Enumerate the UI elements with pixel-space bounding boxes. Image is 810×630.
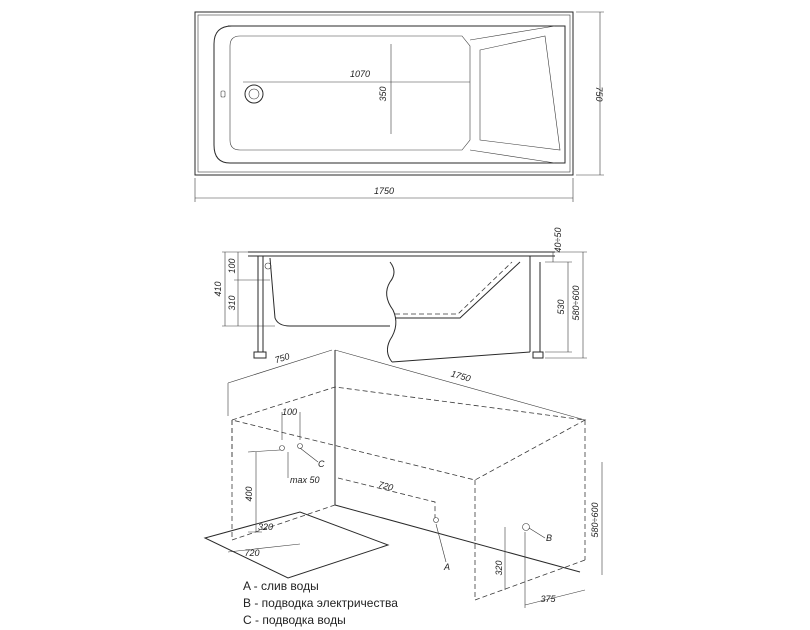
dim-drain-distance: 720: [377, 479, 394, 492]
legend-item-c: C - подводка воды: [243, 613, 346, 627]
dim-offset-b: 375: [540, 594, 556, 604]
tub-basin: [229, 35, 471, 151]
tub-backrest: [469, 25, 561, 164]
dim-width: 750: [594, 86, 604, 101]
tub-outline: [194, 11, 574, 176]
dim-floor-depth: 320: [258, 522, 273, 532]
wall-floor-line: [334, 504, 581, 573]
legend-item-a: A - слив воды: [243, 579, 319, 593]
tub-profile-left: [269, 257, 390, 327]
dim-line-iso-750: [227, 349, 333, 384]
tub-rim: [197, 14, 571, 173]
floor-footprint: [203, 511, 390, 579]
dim-inner-width: 350: [378, 86, 388, 101]
dim-floor-length: 720: [244, 548, 259, 558]
dim-depth-rim: 100: [227, 258, 237, 273]
iso-top: [230, 386, 587, 481]
marker-b: B: [546, 533, 552, 543]
rear-leg-foot: [532, 351, 544, 359]
dim-leg-height: 530: [556, 299, 566, 314]
marker-c: C: [318, 459, 325, 469]
tub-inner-outline: [213, 25, 566, 164]
electric-outlet-icon: [522, 523, 530, 531]
backrest-profile: [395, 261, 521, 319]
dim-length: 1750: [374, 186, 394, 196]
drain-icon: [433, 517, 439, 523]
dim-iso-length: 1750: [450, 369, 472, 384]
dim-overall-height: 580÷600: [571, 286, 581, 321]
dim-inner-length: 1070: [350, 69, 370, 79]
dim-line-iso-1750: [334, 349, 586, 421]
dim-depth-inner: 310: [227, 295, 237, 310]
break-line: [386, 261, 397, 363]
iso-view: 750 1750 100 C 400 max 50 720 A 320 720 …: [203, 349, 603, 608]
drain-inner: [248, 88, 260, 100]
dim-iso-overall-height: 580÷600: [590, 503, 600, 538]
dim-max: max 50: [290, 475, 320, 485]
legend: A - слив воды B - подводка электричества…: [243, 579, 398, 627]
dim-height-c: 400: [244, 486, 254, 501]
marker-a: A: [443, 562, 450, 572]
side-view: 410 100 310 40÷50 530 580÷600: [213, 228, 587, 363]
dim-iso-width: 750: [273, 351, 290, 365]
dim-depth-total: 410: [213, 281, 223, 296]
dim-offset-c: 100: [282, 407, 297, 417]
drain-outer: [244, 84, 264, 104]
top-view: 1070 350 1750 750: [194, 11, 604, 202]
legend-item-b: B - подводка электричества: [243, 596, 398, 610]
dim-height-b: 320: [494, 560, 504, 575]
dim-line-400: [247, 449, 281, 533]
dim-rim-adjust: 40÷50: [553, 228, 563, 253]
water-inlet-icon: [279, 445, 285, 451]
overflow-icon: [220, 90, 226, 98]
